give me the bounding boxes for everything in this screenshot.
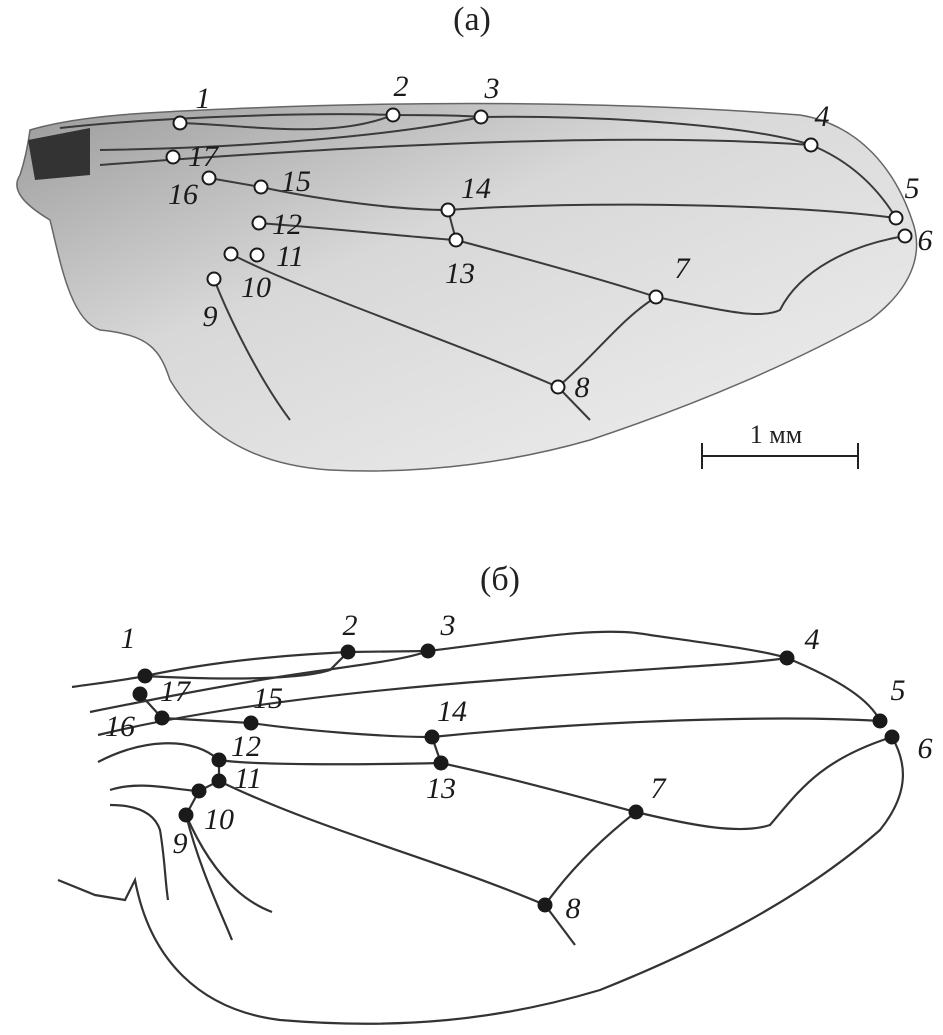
landmark-label-4: 4 xyxy=(815,100,830,133)
landmark-label-3: 3 xyxy=(484,72,500,105)
landmark-label-14: 14 xyxy=(437,695,467,728)
landmark-label-10: 10 xyxy=(241,271,271,304)
landmark-label-17: 17 xyxy=(188,140,220,173)
landmark-label-14: 14 xyxy=(461,172,491,205)
landmark-label-9: 9 xyxy=(203,300,218,333)
landmark-point-10 xyxy=(223,246,239,262)
landmark-point-9 xyxy=(178,807,194,823)
landmark-point-11 xyxy=(211,773,227,789)
landmark-point-1 xyxy=(137,668,153,684)
landmark-label-9: 9 xyxy=(173,827,188,860)
landmark-label-2: 2 xyxy=(394,70,409,103)
landmark-point-17 xyxy=(165,149,181,165)
landmark-point-10 xyxy=(191,783,207,799)
landmark-point-16 xyxy=(154,710,170,726)
landmark-label-16: 16 xyxy=(168,178,198,211)
landmark-label-6: 6 xyxy=(918,732,933,765)
landmark-label-10: 10 xyxy=(204,803,234,836)
landmark-label-7: 7 xyxy=(651,772,668,805)
landmark-point-2 xyxy=(385,107,401,123)
landmark-label-5: 5 xyxy=(891,674,906,707)
landmark-point-7 xyxy=(628,804,644,820)
landmark-label-8: 8 xyxy=(575,371,590,404)
landmark-label-16: 16 xyxy=(105,710,135,743)
landmark-label-1: 1 xyxy=(196,82,211,115)
landmark-label-3: 3 xyxy=(440,609,456,642)
landmark-label-15: 15 xyxy=(281,165,311,198)
landmark-label-11: 11 xyxy=(234,762,262,795)
wing-photo xyxy=(16,102,918,472)
landmark-point-15 xyxy=(253,179,269,195)
landmark-label-12: 12 xyxy=(272,208,302,241)
landmark-point-8 xyxy=(537,897,553,913)
scale-bar-label: 1 мм xyxy=(750,420,802,449)
landmark-point-2 xyxy=(340,644,356,660)
landmark-point-12 xyxy=(211,752,227,768)
landmark-label-7: 7 xyxy=(675,252,692,285)
landmark-point-7 xyxy=(648,289,664,305)
landmark-point-9 xyxy=(206,271,222,287)
landmark-point-6 xyxy=(897,228,913,244)
landmark-label-11: 11 xyxy=(276,240,304,273)
landmark-label-15: 15 xyxy=(253,682,283,715)
landmark-point-13 xyxy=(433,755,449,771)
landmark-point-8 xyxy=(550,379,566,395)
landmark-point-15 xyxy=(243,715,259,731)
panel-a-title: (а) xyxy=(453,1,491,38)
landmark-point-3 xyxy=(473,109,489,125)
landmark-point-16 xyxy=(201,170,217,186)
wing-base xyxy=(28,128,90,180)
landmark-point-11 xyxy=(249,247,265,263)
landmark-label-6: 6 xyxy=(918,224,933,257)
panel-b-title: (б) xyxy=(480,561,520,598)
landmark-label-1: 1 xyxy=(121,622,136,655)
landmark-label-2: 2 xyxy=(343,609,358,642)
wing-membrane xyxy=(16,102,918,472)
landmark-point-13 xyxy=(448,232,464,248)
landmark-point-12 xyxy=(251,215,267,231)
landmark-point-4 xyxy=(803,137,819,153)
landmark-point-5 xyxy=(888,210,904,226)
landmark-point-14 xyxy=(440,202,456,218)
landmark-label-8: 8 xyxy=(566,892,581,925)
landmark-point-17 xyxy=(132,686,148,702)
landmark-label-17: 17 xyxy=(160,675,192,708)
landmark-point-14 xyxy=(424,729,440,745)
landmark-label-13: 13 xyxy=(445,257,475,290)
scale-bar: 1 мм xyxy=(701,420,859,469)
landmark-point-6 xyxy=(884,729,900,745)
landmark-label-4: 4 xyxy=(805,623,820,656)
landmark-point-5 xyxy=(872,713,888,729)
landmark-point-3 xyxy=(420,643,436,659)
landmark-label-13: 13 xyxy=(426,772,456,805)
landmark-label-12: 12 xyxy=(231,730,261,763)
landmark-point-4 xyxy=(779,650,795,666)
landmark-label-5: 5 xyxy=(905,172,920,205)
landmark-point-1 xyxy=(172,115,188,131)
